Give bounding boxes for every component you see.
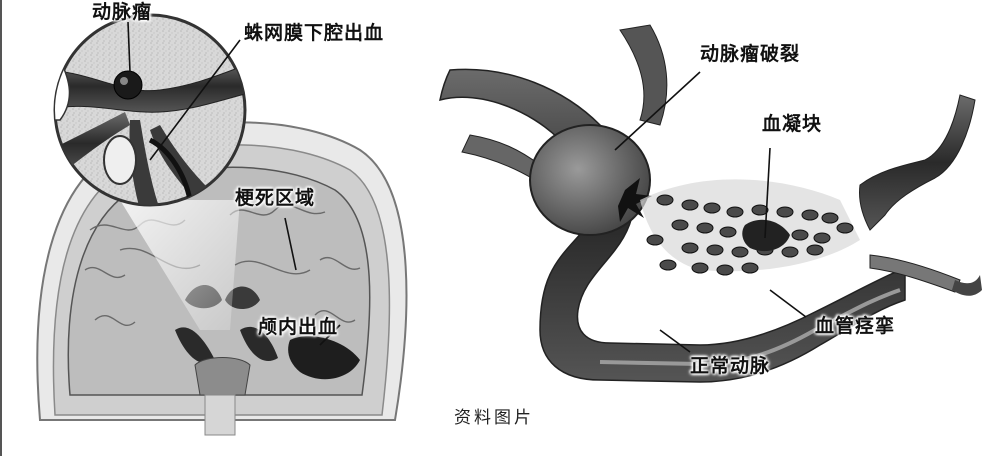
label-normal-artery: 正常动脉 [690, 357, 770, 376]
label-intracranial-hemorrhage: 颅内出血 [258, 318, 338, 337]
image-caption: 资料图片 [454, 403, 534, 428]
label-subarachnoid-hemorrhage: 蛛网膜下腔出血 [244, 24, 384, 43]
label-vasospasm: 血管痉挛 [815, 317, 895, 336]
label-aneurysm-rupture: 动脉瘤破裂 [700, 45, 800, 64]
label-aneurysm: 动脉瘤 [92, 3, 152, 22]
label-blood-clot: 血凝块 [762, 115, 822, 134]
label-infarct-area: 梗死区域 [235, 189, 315, 208]
